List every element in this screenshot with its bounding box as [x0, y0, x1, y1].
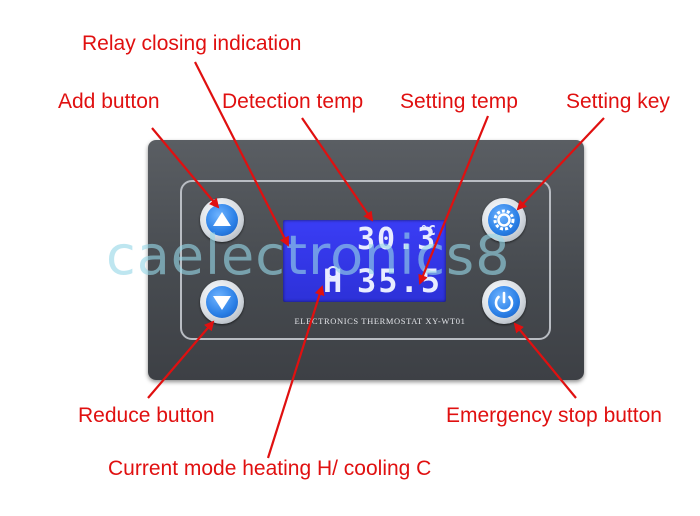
triangle-up-icon — [213, 212, 231, 226]
relay-indicator-icon — [327, 266, 339, 278]
arrow-add — [151, 127, 220, 209]
triangle-down-icon — [213, 296, 231, 310]
callout-relay: Relay closing indication — [82, 32, 302, 55]
reduce-button[interactable] — [200, 280, 244, 324]
add-button[interactable] — [200, 198, 244, 242]
watermark: caelectronics8 — [106, 224, 511, 287]
callout-add: Add button — [58, 90, 160, 113]
emergency-stop-button[interactable] — [482, 280, 526, 324]
arrow-detection — [301, 117, 374, 222]
arrow-setting-temp — [418, 115, 490, 285]
model-label: ELECTRONICS THERMOSTAT XY-WT01 — [294, 316, 466, 326]
unit-label: °C — [420, 224, 436, 239]
arrow-reduce — [147, 320, 215, 399]
gear-icon — [493, 209, 515, 231]
arrow-emergency — [513, 322, 577, 399]
arrow-relay — [194, 61, 289, 247]
arrow-setting-key — [516, 117, 605, 211]
callout-setting-key: Setting key — [566, 90, 670, 113]
callout-emergency: Emergency stop button — [446, 404, 662, 427]
mode-indicator: H — [323, 262, 345, 300]
callout-mode: Current mode heating H/ cooling C — [108, 457, 432, 480]
detection-temp-value: 30.3 — [357, 222, 438, 257]
callout-detection: Detection temp — [222, 90, 364, 113]
panel-bezel — [180, 180, 551, 340]
callout-reduce: Reduce button — [78, 404, 215, 427]
thermostat-device: 30.3 °C H 35.5 ELECTRONICS THERMOSTAT XY… — [148, 140, 584, 380]
arrow-mode — [266, 285, 325, 459]
callout-setting-temp: Setting temp — [400, 90, 518, 113]
power-icon — [494, 291, 514, 313]
lcd-display: 30.3 °C H 35.5 — [283, 220, 446, 302]
